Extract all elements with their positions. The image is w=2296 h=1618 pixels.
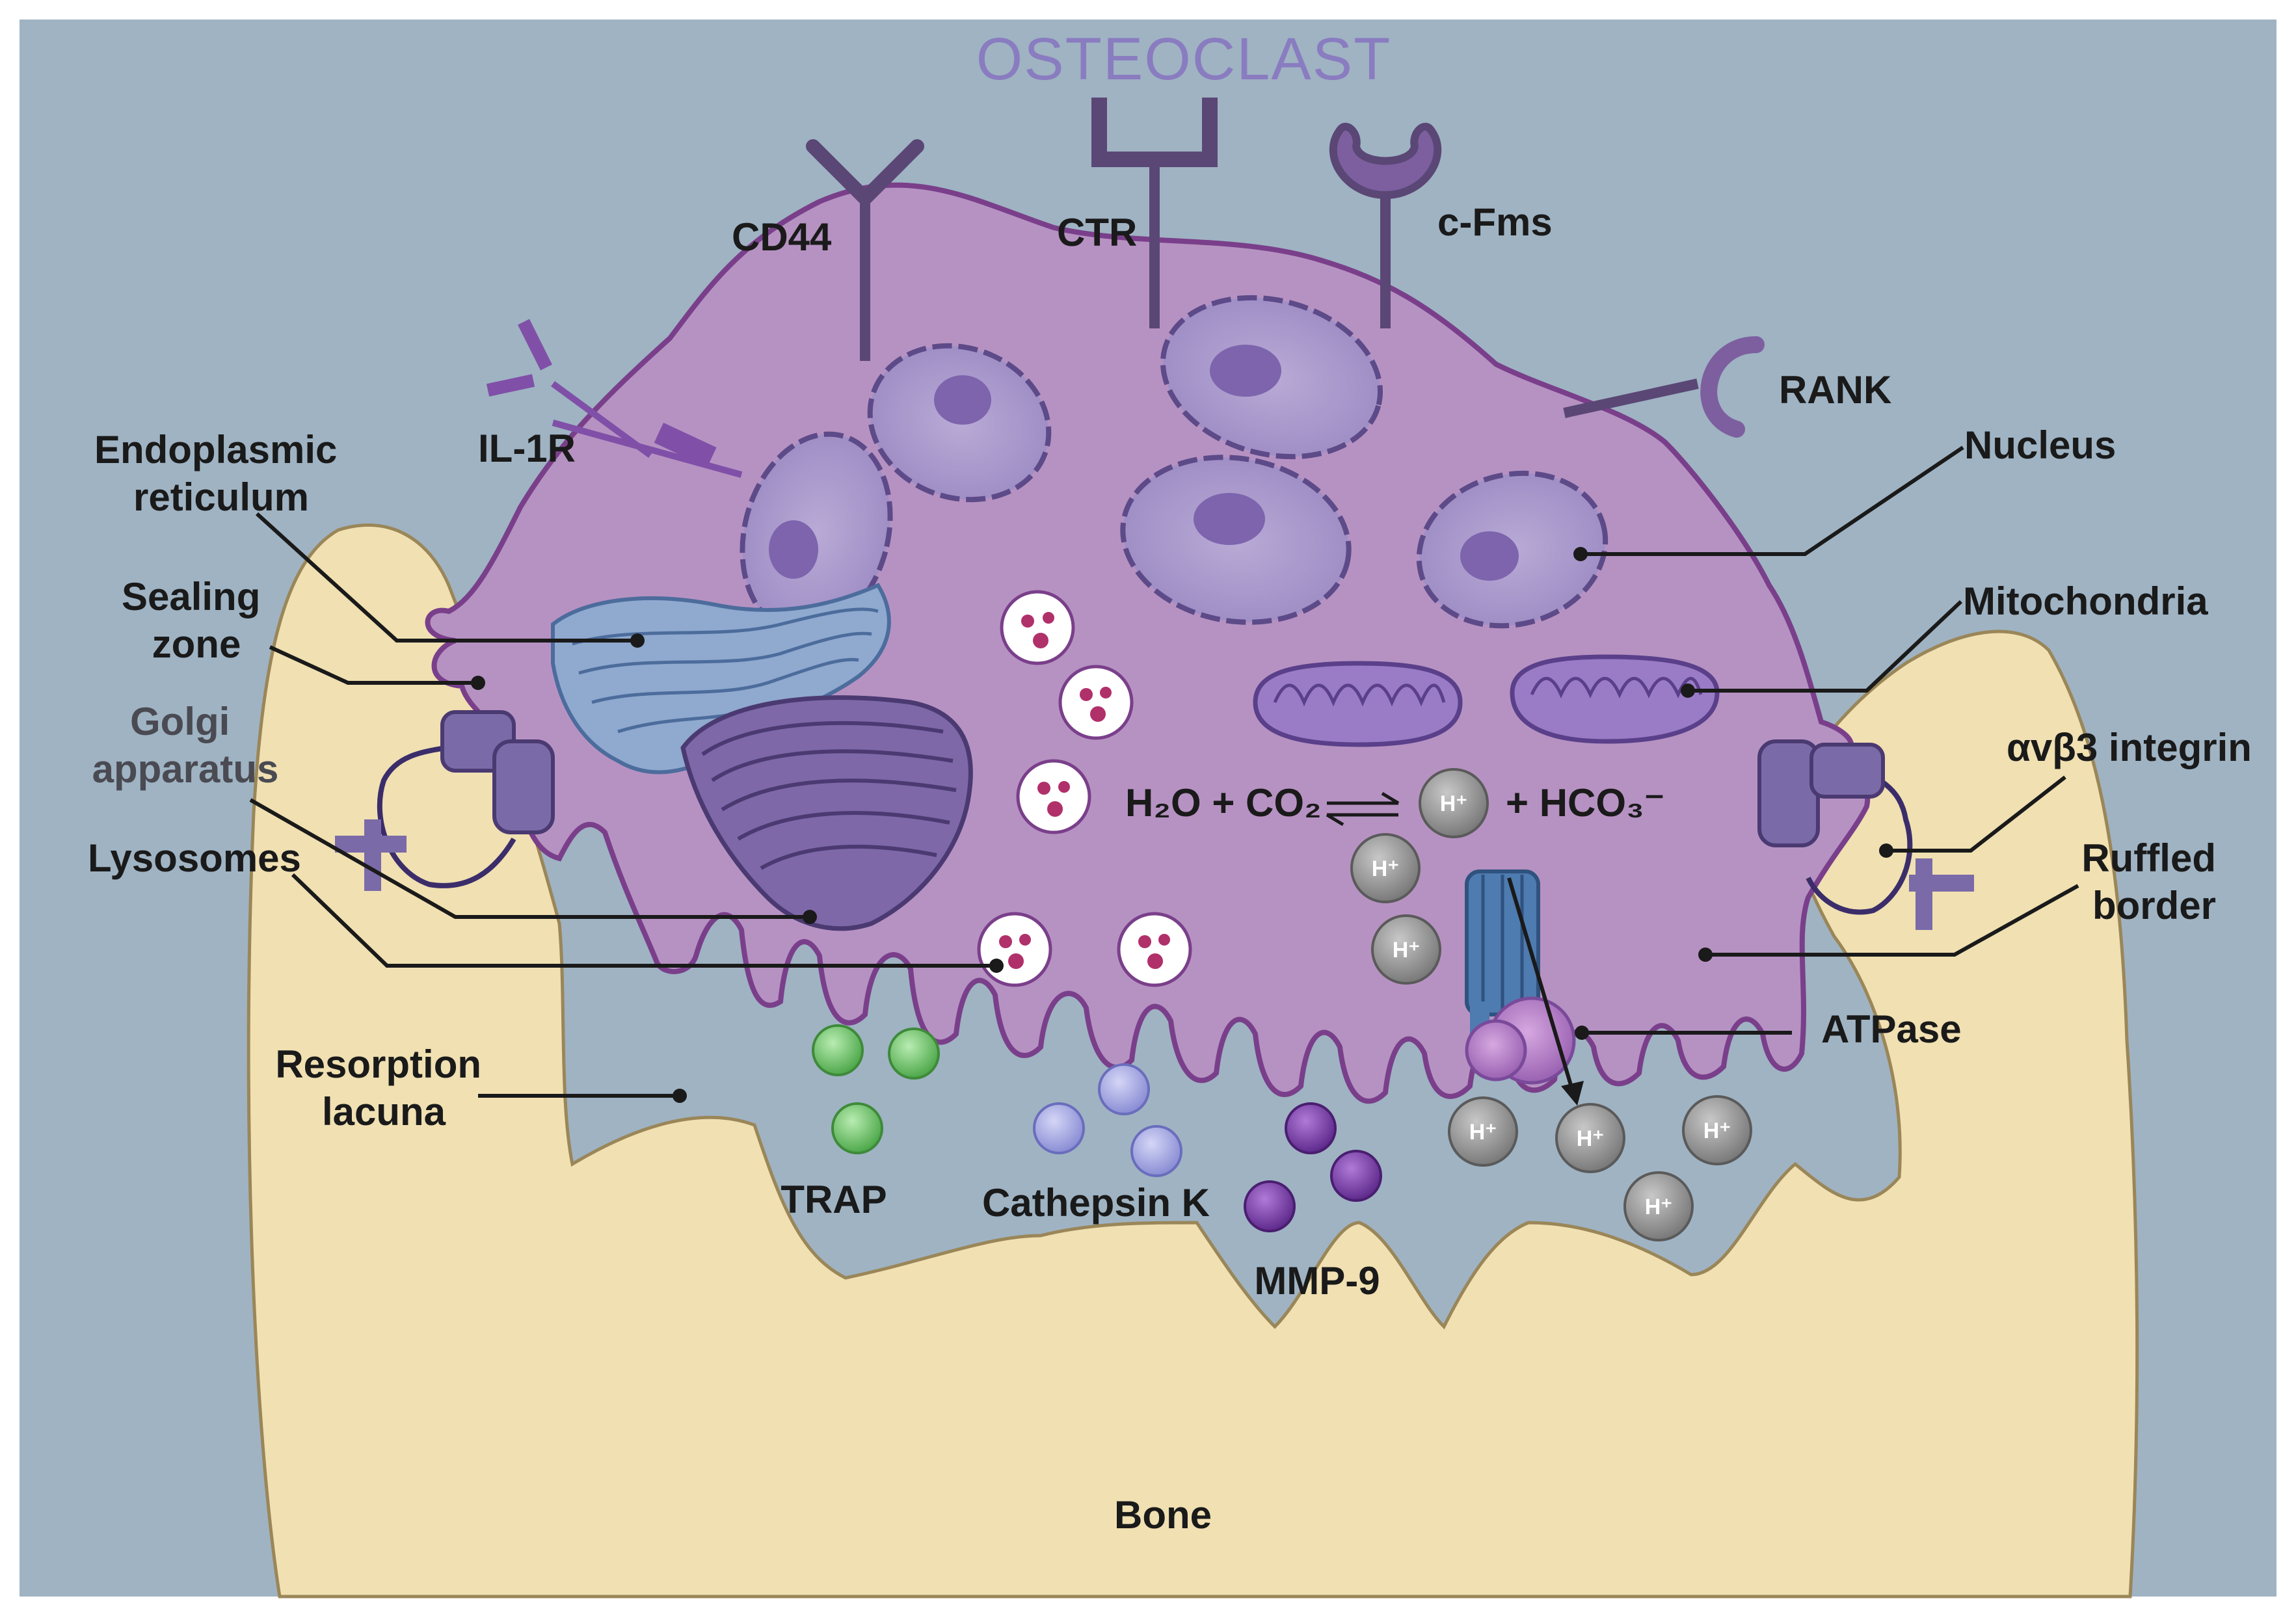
svg-text:H⁺: H⁺	[1393, 938, 1421, 962]
ctr-label: CTR	[1057, 211, 1137, 254]
cd44-label: CD44	[732, 215, 832, 259]
proton-icon: H⁺	[1623, 1171, 1694, 1241]
cathepsin-k-label: Cathepsin K	[982, 1181, 1210, 1225]
svg-text:H⁺: H⁺	[1577, 1126, 1605, 1151]
cathepsin-k-enzymes	[1033, 1063, 1182, 1177]
proton-icon: H⁺	[1448, 1096, 1518, 1167]
il-1r-label: IL-1R	[478, 427, 576, 470]
lysosome-icon	[1058, 665, 1134, 740]
cd44-receptor-icon	[806, 139, 924, 361]
diagram-title: OSTEOCLAST	[976, 26, 1392, 92]
svg-text:H⁺: H⁺	[1372, 856, 1400, 881]
mitochondrion-icon	[1510, 654, 1720, 744]
reaction-left: H₂O + CO₂	[1125, 781, 1322, 825]
svg-text:H⁺: H⁺	[1440, 791, 1468, 816]
lysosome-icon	[1016, 759, 1091, 834]
mitochondrion-icon	[1253, 661, 1463, 747]
trap-enzymes	[812, 1024, 940, 1154]
svg-text:H⁺: H⁺	[1645, 1195, 1673, 1219]
reaction-equation: H₂O + CO₂ + HCO₃⁻	[1125, 781, 1664, 827]
integrin-icon	[1757, 739, 1974, 930]
proton-icon: H⁺	[1419, 768, 1489, 838]
nucleus-icon	[1120, 455, 1352, 625]
c-fms-receptor-icon	[1329, 122, 1442, 328]
mmp-9-enzymes	[1244, 1102, 1382, 1232]
integrin-label: αvβ3 integrin	[2007, 726, 2252, 769]
proton-icon: H⁺	[1350, 833, 1421, 903]
c-fms-label: c-Fms	[1437, 200, 1553, 244]
er-label: Endoplasmic reticulum	[94, 428, 348, 519]
resorption-lacuna-label: Resorption lacuna	[275, 1042, 492, 1134]
reaction-right: + HCO₃⁻	[1506, 781, 1664, 825]
svg-text:H⁺: H⁺	[1703, 1119, 1731, 1143]
proton-icon: H⁺	[1371, 914, 1441, 985]
sealing-zone-label: Sealing zone	[122, 575, 271, 666]
lysosomes-label: Lysosomes	[88, 836, 301, 880]
nucleus-label: Nucleus	[1964, 423, 2116, 467]
proton-icon: H⁺	[1682, 1095, 1752, 1165]
mitochondria-label: Mitochondria	[1963, 579, 2208, 623]
ruffled-border-label: Ruffled border	[2081, 836, 2226, 927]
bone-label: Bone	[1114, 1493, 1212, 1537]
lysosome-icon	[1000, 590, 1075, 665]
trap-label: TRAP	[781, 1178, 887, 1221]
rank-receptor-icon	[1563, 336, 1765, 438]
il-1r-receptor-icon	[486, 319, 743, 478]
mmp-9-label: MMP-9	[1254, 1259, 1380, 1303]
proton-pump-icon	[1465, 869, 1584, 1106]
ctr-receptor-icon	[1091, 98, 1218, 328]
nucleus-icon	[1416, 470, 1609, 629]
golgi-label: Golgi apparatus	[92, 700, 279, 791]
svg-text:H⁺: H⁺	[1469, 1120, 1497, 1145]
bone-matrix	[247, 524, 2139, 1598]
lysosome-icon	[1117, 912, 1192, 987]
nucleus-icon	[740, 431, 893, 635]
nucleus-icon	[867, 343, 1052, 503]
rank-label: RANK	[1779, 368, 1891, 412]
lysosome-icon	[977, 912, 1052, 987]
golgi-icon	[680, 695, 973, 931]
integrin-icon	[335, 710, 555, 891]
atpase-label: ATPase	[1821, 1007, 1962, 1051]
nucleus-icon	[1160, 295, 1383, 460]
proton-icon: H⁺	[1555, 1103, 1625, 1173]
